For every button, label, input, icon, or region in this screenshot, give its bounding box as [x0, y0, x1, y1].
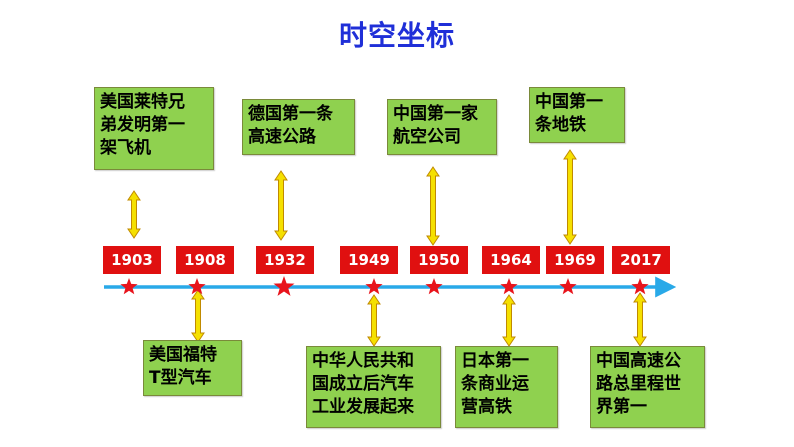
event-text: 中国第一 — [535, 92, 603, 112]
double-arrow-1969 — [563, 149, 577, 245]
event-text: 国成立后汽车 — [312, 374, 414, 394]
year-label-1950: 1950 — [410, 246, 468, 274]
star-marker-1932 — [273, 276, 295, 296]
event-box-1964: 日本第一 条商业运 营高铁 — [455, 346, 558, 428]
event-text: 美国福特 — [149, 345, 217, 365]
double-arrow-1932 — [274, 170, 288, 241]
event-text: 美国莱特兄 — [100, 92, 185, 112]
event-text: 工业发展起来 — [312, 397, 414, 417]
double-arrow-1949 — [367, 294, 381, 347]
double-arrow-1950 — [426, 166, 440, 246]
event-text: 高速公路 — [248, 127, 316, 147]
star-marker-1908 — [188, 278, 206, 295]
event-box-1950: 中国第一家 航空公司 — [387, 99, 497, 155]
year-label-1969: 1969 — [546, 246, 604, 274]
year-label-2017: 2017 — [612, 246, 670, 274]
event-box-1908: 美国福特 T型汽车 — [143, 340, 242, 396]
star-marker-1949 — [365, 278, 383, 295]
event-box-1932: 德国第一条 高速公路 — [242, 99, 355, 155]
event-text: 条商业运 — [461, 374, 529, 394]
star-marker-1903 — [120, 278, 138, 295]
event-text: 中国第一家 — [393, 104, 478, 124]
double-arrow-1903 — [127, 190, 141, 239]
double-arrow-2017 — [633, 292, 647, 347]
year-label-1949: 1949 — [340, 246, 398, 274]
event-text: 日本第一 — [461, 351, 529, 371]
event-text: 德国第一条 — [248, 104, 333, 124]
star-marker-1969 — [559, 278, 577, 295]
star-marker-1950 — [425, 278, 443, 295]
event-text: 航空公司 — [393, 127, 461, 147]
event-box-1949: 中华人民共和 国成立后汽车 工业发展起来 — [306, 346, 441, 428]
event-box-1903: 美国莱特兄 弟发明第一 架飞机 — [94, 87, 214, 170]
double-arrow-1908 — [191, 289, 205, 343]
star-marker-2017 — [631, 278, 649, 295]
event-text: 条地铁 — [535, 115, 586, 135]
year-label-1908: 1908 — [176, 246, 234, 274]
event-text: T型汽车 — [149, 368, 212, 388]
page-title: 时空坐标 — [338, 19, 455, 52]
event-text: 架飞机 — [100, 138, 151, 158]
event-text: 中国高速公 — [596, 351, 681, 371]
double-arrow-1964 — [502, 294, 516, 347]
event-text: 营高铁 — [461, 397, 512, 417]
event-box-1969: 中国第一 条地铁 — [529, 87, 625, 143]
event-text: 路总里程世 — [596, 374, 681, 394]
event-text: 弟发明第一 — [100, 115, 185, 135]
event-box-2017: 中国高速公 路总里程世 界第一 — [590, 346, 705, 428]
year-label-1964: 1964 — [482, 246, 540, 274]
year-label-1932: 1932 — [256, 246, 314, 274]
event-text: 界第一 — [596, 397, 647, 417]
year-label-1903: 1903 — [103, 246, 161, 274]
star-marker-1964 — [500, 278, 518, 295]
event-text: 中华人民共和 — [312, 351, 414, 371]
